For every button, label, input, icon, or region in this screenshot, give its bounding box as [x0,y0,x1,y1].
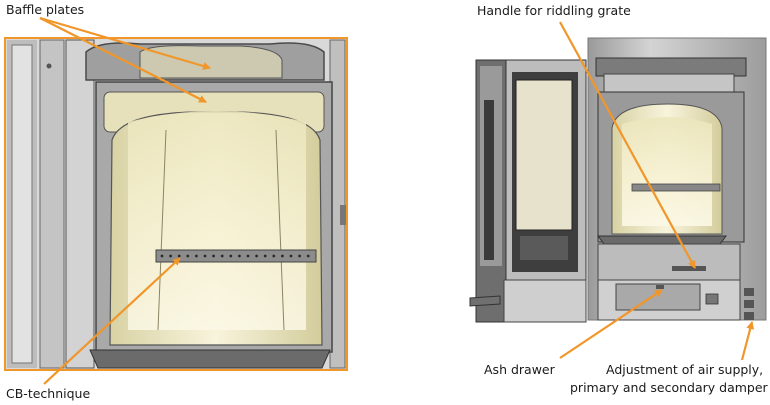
label-cb-technique: CB-technique [6,386,91,401]
riddling-grate-handle [672,266,706,271]
label-air-supply-line1: Adjustment of air supply, [606,362,764,377]
air-hole [246,254,250,258]
air-hole [160,254,164,258]
air-hole [272,254,276,258]
upper-baffle-plate [139,45,283,79]
left-detail-view [4,37,348,371]
arrow-baffle-lower [39,17,207,103]
air-hole [177,254,181,258]
air-hole [169,254,173,258]
air-supply-controls [744,288,754,320]
air-hole [263,254,267,258]
air-hole [289,254,293,258]
cb-air-holes [160,254,310,258]
arrow-baffle-upper [39,16,211,70]
cb-air-strip [155,249,317,263]
callout-arrows [39,16,755,385]
air-hole [186,254,190,258]
air-hole [220,254,224,258]
cb-air-strip-small [631,183,721,192]
label-ash-drawer: Ash drawer [484,362,555,377]
door-glass [515,79,573,231]
door-handle [469,295,501,307]
air-hole [212,254,216,258]
air-hole [203,254,207,258]
grate [89,349,331,369]
arrow-cb-technique [43,257,181,385]
arrow-handle [559,21,696,269]
arrow-ash-drawer [559,289,663,359]
label-riddling-handle: Handle for riddling grate [477,3,631,18]
label-air-supply-line2: primary and secondary damper [570,380,768,395]
label-baffle-plates: Baffle plates [6,2,85,17]
air-hole [281,254,284,258]
right-stove-view [469,37,767,323]
air-hole [298,254,301,258]
air-hole [229,254,233,258]
air-hole [306,254,310,258]
air-hole [255,254,258,258]
air-hole [238,254,241,258]
arrow-air-supply [740,321,755,361]
air-hole [195,254,198,258]
